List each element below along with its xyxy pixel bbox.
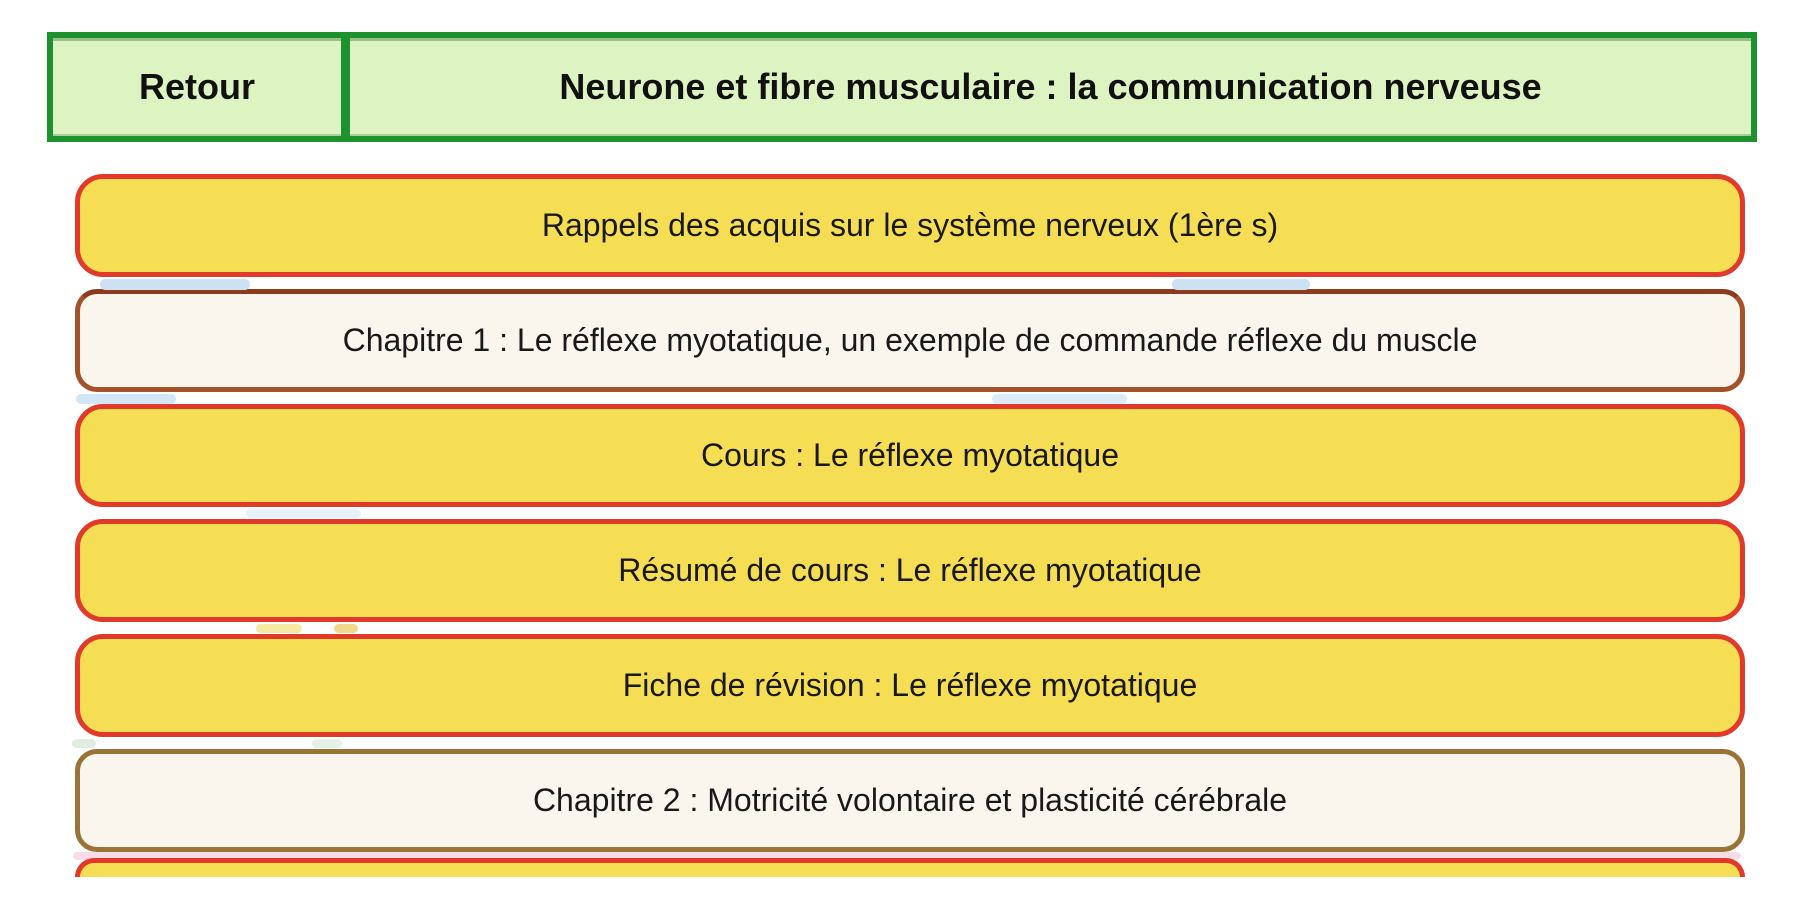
menu-item-label: Cours : Le réflexe myotatique xyxy=(701,437,1119,473)
menu-item-chapitre-2[interactable]: Chapitre 2 : Motricité volontaire et pla… xyxy=(75,749,1745,852)
menu-item-label: Chapitre 1 : Le réflexe myotatique, un e… xyxy=(342,322,1478,358)
menu-item-resume[interactable]: Résumé de cours : Le réflexe myotatique xyxy=(75,519,1745,622)
menu-item-label: Résumé de cours : Le réflexe myotatique xyxy=(618,552,1202,588)
menu-item-cours[interactable]: Cours : Le réflexe myotatique xyxy=(75,404,1745,507)
header-divider xyxy=(341,38,350,136)
background-fragment xyxy=(256,624,302,633)
background-fragment xyxy=(312,739,342,748)
background-fragment xyxy=(246,509,361,518)
menu-item-label: Chapitre 2 : Motricité volontaire et pla… xyxy=(532,782,1288,818)
background-fragment xyxy=(72,739,96,748)
background-fragment xyxy=(1172,279,1310,290)
background-fragment xyxy=(992,394,1127,404)
header-bar: Retour Neurone et fibre musculaire : la … xyxy=(47,32,1757,142)
menu-item-partial-cutoff[interactable] xyxy=(75,858,1745,877)
back-button[interactable]: Retour xyxy=(53,38,341,136)
page-title: Neurone et fibre musculaire : la communi… xyxy=(559,66,1542,107)
background-fragment xyxy=(76,394,176,404)
menu-item-label: Rappels des acquis sur le système nerveu… xyxy=(541,207,1279,243)
menu-item-fiche[interactable]: Fiche de révision : Le réflexe myotatiqu… xyxy=(75,634,1745,737)
menu-item-rappels[interactable]: Rappels des acquis sur le système nerveu… xyxy=(75,174,1745,277)
background-fragment-pink xyxy=(73,852,1741,860)
menu-item-label: Fiche de révision : Le réflexe myotatiqu… xyxy=(622,667,1198,703)
background-fragment xyxy=(334,624,358,633)
back-button-label: Retour xyxy=(139,66,255,107)
menu-item-chapitre-1[interactable]: Chapitre 1 : Le réflexe myotatique, un e… xyxy=(75,289,1745,392)
background-fragment xyxy=(100,279,250,290)
